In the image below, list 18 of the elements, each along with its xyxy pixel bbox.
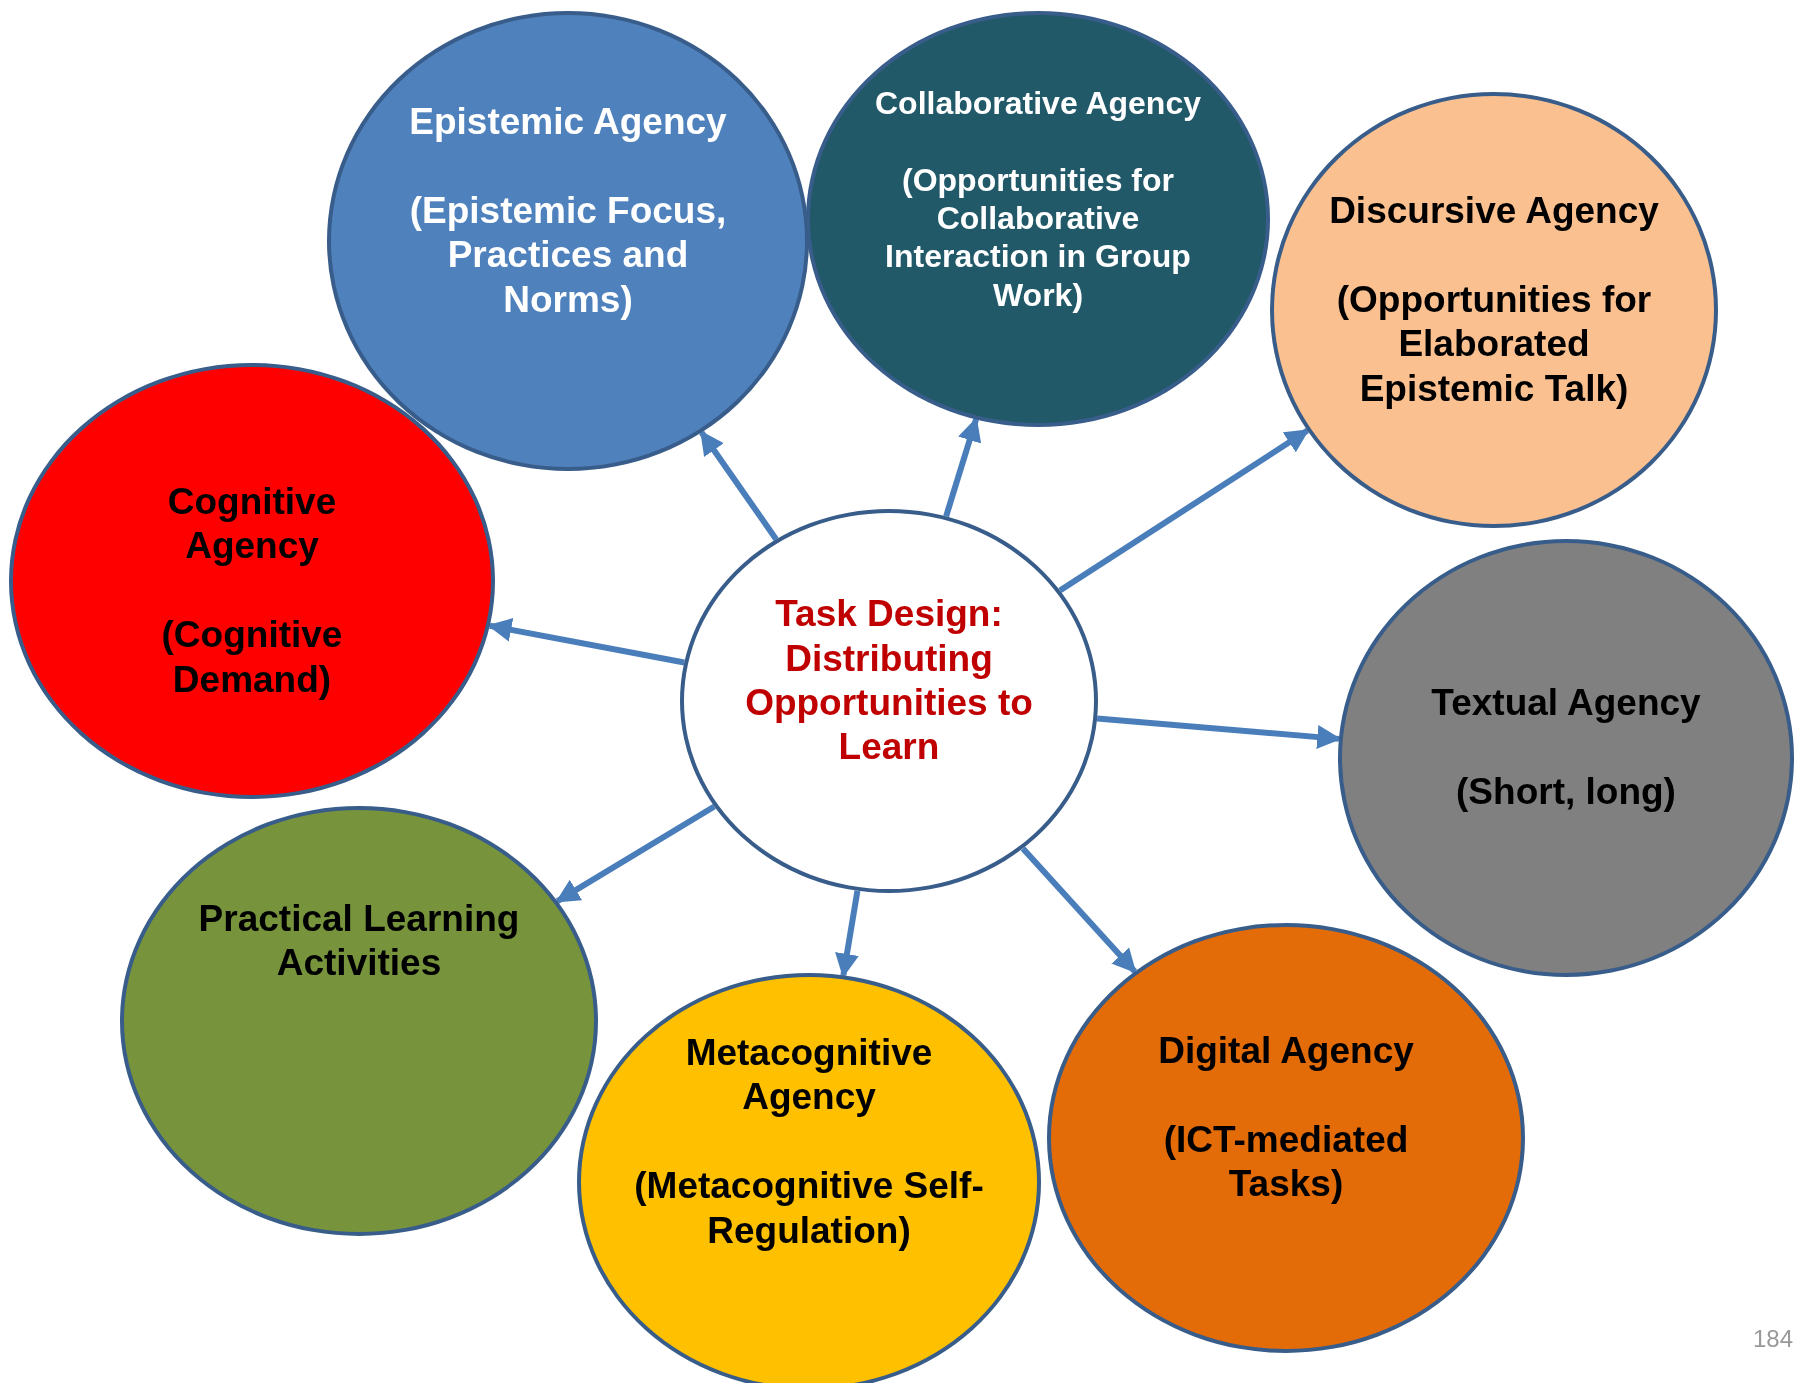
circle-title: Digital Agency	[1157, 1029, 1415, 1074]
circle-subtitle: (Short, long)	[1455, 770, 1677, 815]
circle-title: Task Design: Distributing Opportunities to Learn	[744, 592, 1034, 770]
circle-subtitle: (Opportunities for Elaborated Epistemic Talk)	[1335, 277, 1653, 411]
page-number: 184	[1752, 1325, 1793, 1353]
circle-subtitle: (Metacognitive Self-Regulation)	[634, 1164, 984, 1253]
circle-subtitle: (Opportunities for Collaborative Interaction in Group Work)	[884, 160, 1192, 315]
circle-title: Metacognitive Agency	[684, 1031, 934, 1120]
circle-subtitle: (Cognitive Demand)	[160, 613, 344, 702]
circle-title: Epistemic Agency	[408, 100, 728, 144]
circle-subtitle: (ICT-mediated Tasks)	[1162, 1118, 1410, 1207]
circle-title: Textual Agency	[1430, 681, 1702, 726]
circle-title: Practical Learning Activities	[197, 896, 521, 985]
circle-title: Discursive Agency	[1329, 189, 1659, 233]
circle-subtitle: (Epistemic Focus, Practices and Norms)	[408, 188, 728, 322]
circle-title: Cognitive Agency	[166, 480, 338, 569]
arrow	[1058, 428, 1310, 594]
circle-title: Collaborative Agency	[874, 83, 1202, 123]
